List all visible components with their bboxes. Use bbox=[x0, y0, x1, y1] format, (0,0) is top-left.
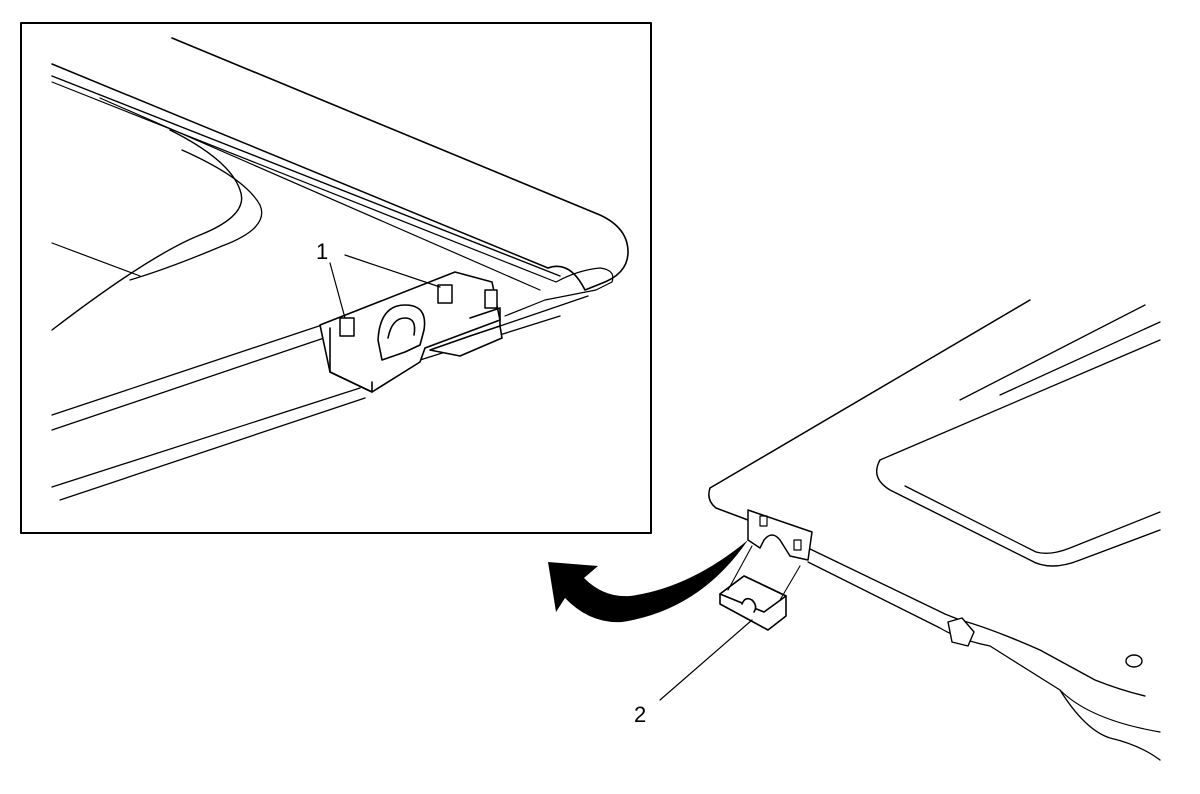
panel-recess-inner bbox=[904, 485, 1161, 554]
panel-rim-line-c bbox=[51, 81, 614, 317]
panel-inner-line-2 bbox=[999, 321, 1161, 396]
detail-inset bbox=[20, 22, 652, 534]
panel-recess bbox=[876, 459, 1161, 567]
leader-line-2 bbox=[659, 619, 753, 701]
bracket-slot-right bbox=[793, 539, 802, 551]
inner-line bbox=[51, 242, 141, 277]
inner-recess-2 bbox=[129, 149, 263, 281]
leader-line-1a bbox=[329, 262, 346, 319]
assembly-line-a bbox=[727, 545, 753, 591]
lower-edge-c bbox=[51, 387, 361, 488]
bracket-removed-location bbox=[747, 509, 813, 561]
panel-front-edge-2 bbox=[807, 561, 1161, 761]
retainer-slot-left bbox=[339, 317, 355, 337]
panel-recess-top bbox=[879, 339, 1161, 461]
leader-line-1b bbox=[344, 254, 441, 288]
clip-bracket-installed bbox=[319, 271, 503, 393]
mounting-hole bbox=[1125, 654, 1143, 668]
panel-front-edge bbox=[807, 547, 1146, 697]
lower-edge-a bbox=[51, 324, 323, 416]
main-view bbox=[659, 299, 1161, 761]
callout-2: 2 bbox=[634, 702, 646, 727]
panel-rim-line-d bbox=[99, 97, 541, 291]
panel-rim-line-b bbox=[51, 75, 561, 277]
inner-recess bbox=[51, 129, 243, 331]
inset-frame bbox=[20, 22, 652, 534]
retainer-slot-right bbox=[437, 284, 453, 304]
panel-rim-line-a bbox=[51, 63, 549, 269]
lower-edge-f bbox=[499, 295, 589, 327]
callout-1: 1 bbox=[316, 239, 328, 264]
lower-edge-d bbox=[59, 397, 366, 501]
panel-inner-line-1 bbox=[959, 304, 1146, 401]
side-tab bbox=[947, 617, 975, 647]
panel-outline-top bbox=[709, 299, 1031, 489]
clip-removed bbox=[719, 575, 787, 631]
panel-front-edge-3 bbox=[1059, 689, 1161, 733]
curved-arrow-icon bbox=[548, 540, 748, 623]
retainer-tab bbox=[484, 289, 498, 309]
assembly-line-b bbox=[779, 565, 801, 601]
bracket-slot-left bbox=[759, 515, 768, 527]
panel-outline-front bbox=[708, 487, 749, 521]
lower-edge-b bbox=[51, 335, 331, 431]
panel-top-edge bbox=[171, 37, 629, 291]
